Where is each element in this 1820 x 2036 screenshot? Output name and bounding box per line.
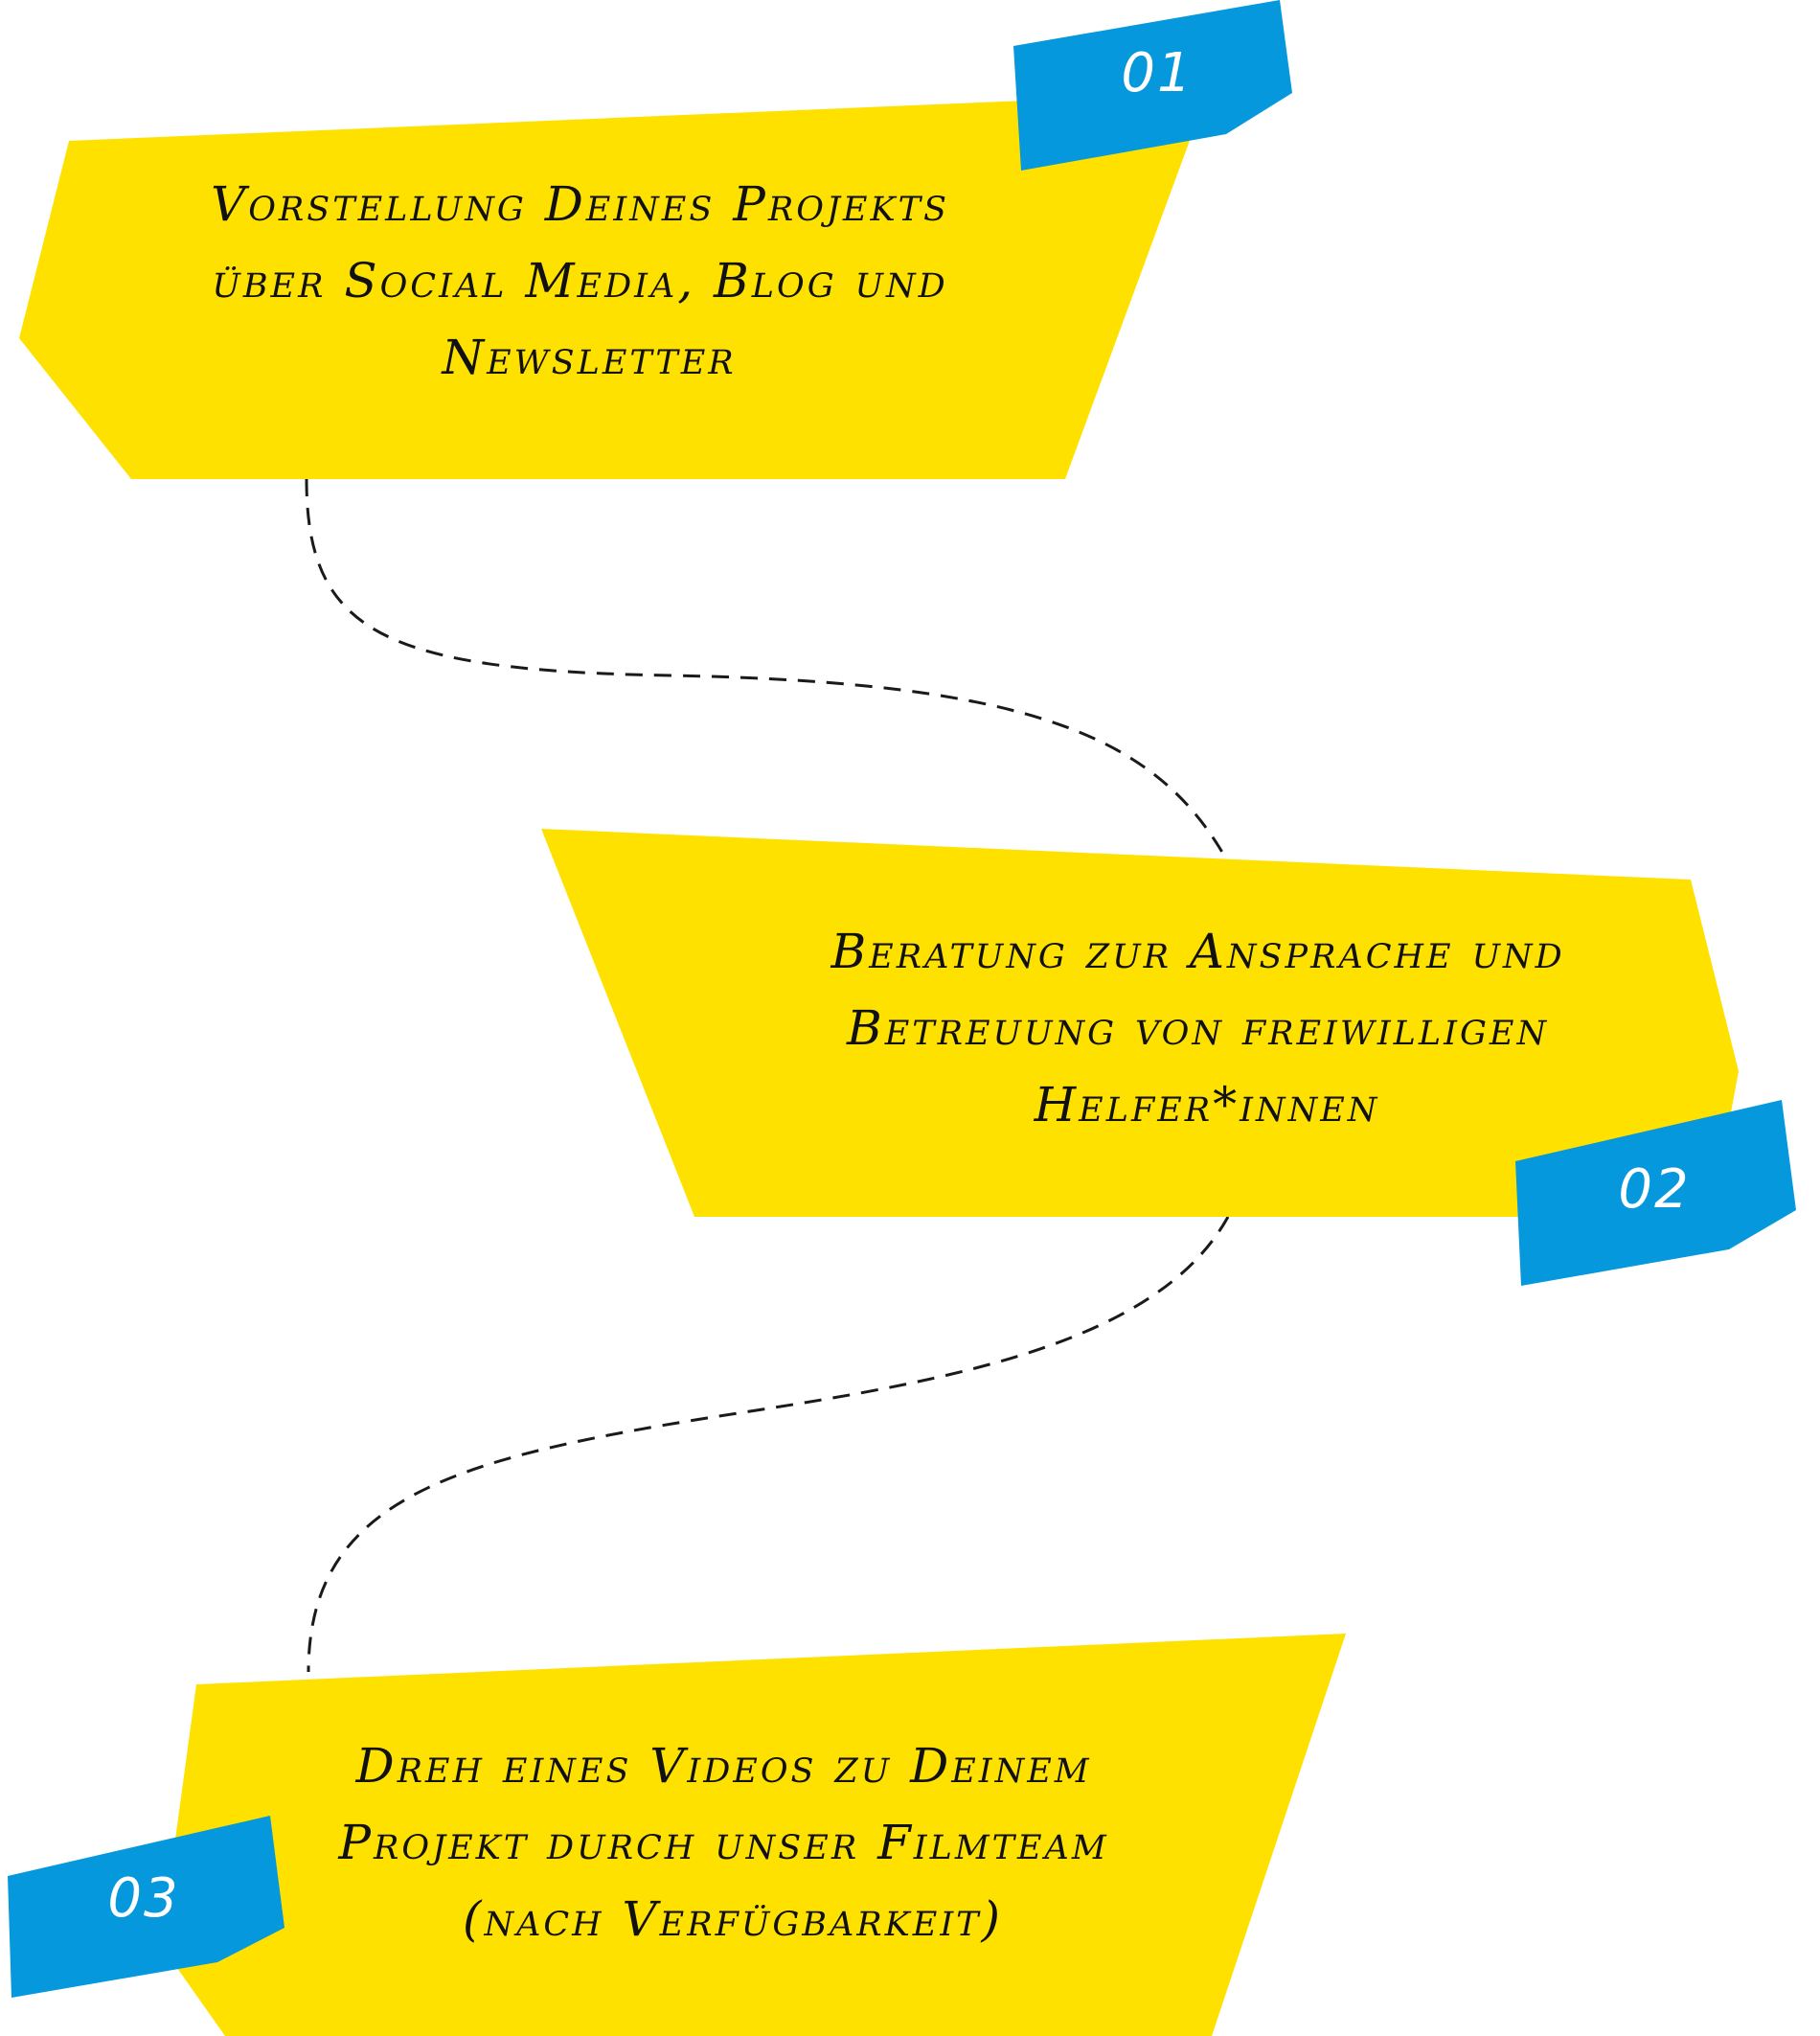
step-badge-1: 01 — [1013, 0, 1292, 171]
step-badge-1-shape — [1013, 0, 1292, 171]
step-2-line-3: Helfer*innen — [1034, 1077, 1380, 1132]
step-card-1-shape — [19, 101, 1197, 479]
step-1-text: Vorstellung Deines Projekts über Social … — [211, 176, 967, 385]
connector-1-2 — [305, 478, 1230, 863]
step-card-2: Beratung zur Ansprache und Betreuung von… — [541, 829, 1739, 1217]
step-2-line-2: Betreuung von freiwilligen — [846, 1000, 1549, 1056]
step-3-line-1: Dreh eines Videos zu Deinem — [354, 1738, 1091, 1794]
step-card-3-shape — [161, 1634, 1346, 2036]
step-badge-1-number: 01 — [1121, 42, 1193, 104]
step-badge-3-shape — [8, 1816, 284, 1998]
step-3-text: Dreh eines Videos zu Deinem Projekt durc… — [337, 1738, 1126, 1947]
step-card-2-shape — [541, 829, 1739, 1217]
step-2-line-1: Beratung zur Ansprache und — [830, 924, 1564, 979]
step-card-3: Dreh eines Videos zu Deinem Projekt durc… — [161, 1634, 1346, 2036]
step-3-line-3: (nach Verfügbarkeit) — [463, 1891, 1003, 1947]
step-badge-3-number: 03 — [107, 1867, 179, 1930]
step-badge-2: 02 — [1515, 1100, 1796, 1286]
step-1-line-3: Newsletter — [441, 330, 736, 385]
step-2-text: Beratung zur Ansprache und Betreuung von… — [830, 924, 1582, 1132]
connector-2-3 — [307, 1216, 1230, 1673]
step-card-1: Vorstellung Deines Projekts über Social … — [19, 101, 1197, 479]
step-1-line-2: über Social Media, Blog und — [212, 253, 947, 309]
step-1-line-1: Vorstellung Deines Projekts — [211, 176, 949, 232]
step-3-line-2: Projekt durch unser Filmteam — [337, 1815, 1108, 1870]
step-badge-2-shape — [1515, 1100, 1796, 1286]
step-badge-2-number: 02 — [1618, 1158, 1690, 1221]
step-badge-3: 03 — [8, 1816, 284, 1998]
